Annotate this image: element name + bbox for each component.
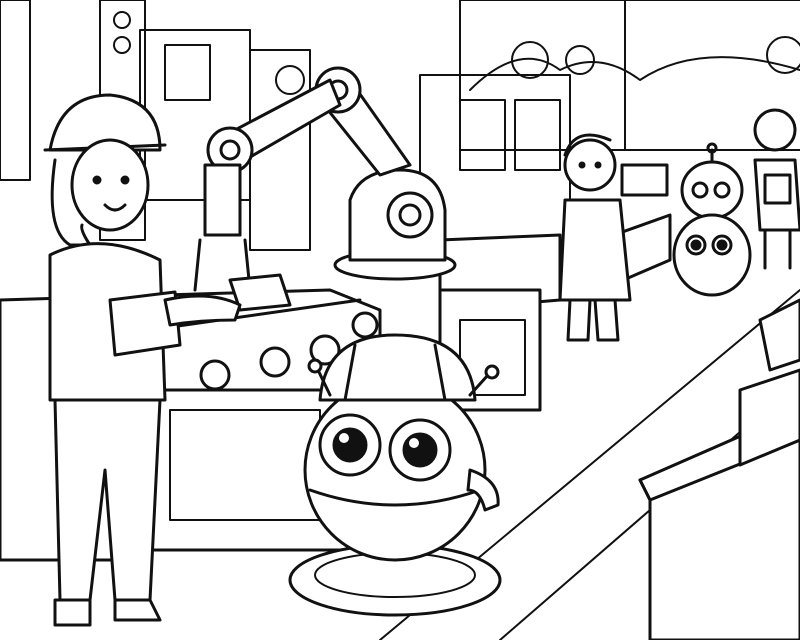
engineer-woman — [43, 93, 242, 627]
worker-woman — [753, 108, 800, 270]
background-robots — [620, 142, 752, 297]
main-robot — [288, 333, 502, 617]
scientist-man — [558, 133, 632, 342]
right-conveyor — [438, 213, 672, 412]
robot-arm — [193, 66, 457, 312]
foreground-desk — [638, 298, 800, 640]
